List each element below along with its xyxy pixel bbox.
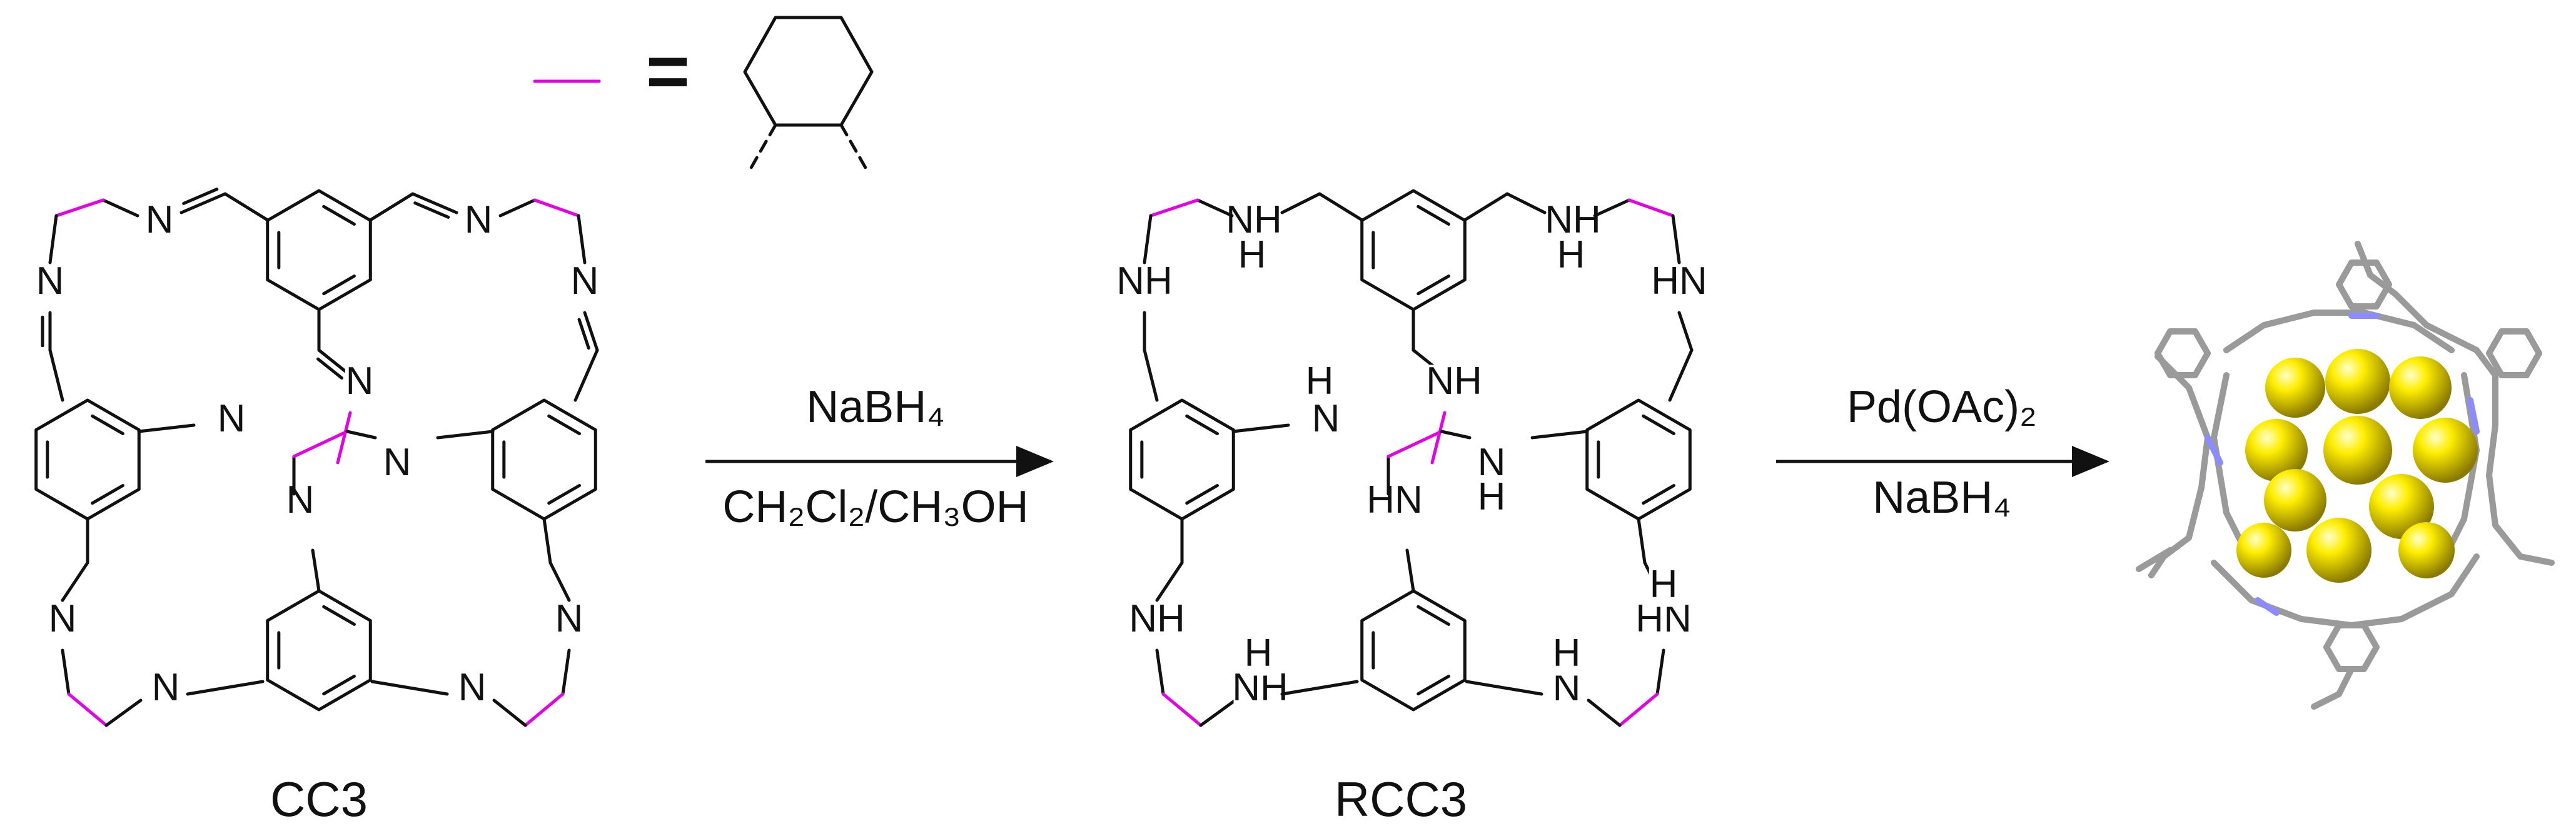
svg-text:N: N (458, 666, 487, 709)
svg-text:N: N (465, 198, 493, 241)
amine-n-center-bottom: HN (1366, 478, 1423, 523)
svg-text:N: N (36, 259, 64, 303)
svg-text:N: N (218, 397, 246, 440)
amine-h-top-left: H (1237, 233, 1267, 278)
pd-spheres (2236, 349, 2478, 583)
amine-h-bottom-right: H (1552, 632, 1582, 676)
aromatic-ring-left (1129, 398, 1235, 521)
amine-n-top-left: NH (1226, 198, 1282, 243)
svg-text:NH: NH (1129, 597, 1185, 640)
legend-equals-sign: = (646, 29, 690, 113)
amine-n-center-top: NH (1426, 360, 1482, 404)
reagent-pd-acetate: Pd(OAc)₂ (1847, 382, 2037, 432)
svg-text:N: N (555, 597, 583, 640)
svg-text:N: N (152, 666, 180, 709)
svg-text:N: N (49, 597, 77, 640)
amine-n-top-right: N (463, 198, 493, 243)
svg-text:N: N (571, 259, 599, 303)
svg-text:N: N (146, 198, 174, 241)
aromatic-ring-top (266, 189, 372, 311)
svg-text:N: N (1478, 441, 1506, 484)
reaction-arrow-2: Pd(OAc)₂ NaBH₄ (1776, 382, 2109, 523)
svg-text:H: H (1478, 475, 1506, 518)
amine-n-center-top: N (345, 360, 375, 404)
amine-h-center-right: H (1477, 475, 1507, 520)
reagent-nabh4-1: NaBH₄ (806, 382, 944, 432)
aromatic-ring-left (34, 398, 141, 521)
amine-n-bottom-left: N (151, 666, 181, 710)
amine-n-center-right: N (382, 441, 412, 485)
amine-n-top-left: N (144, 198, 174, 243)
aromatic-ring-top (1360, 189, 1467, 311)
amine-n-far-right-bottom: N (554, 597, 584, 642)
amine-n-far-left-top: NH (1116, 259, 1173, 304)
amine-n-far-left-bottom: NH (1129, 597, 1185, 642)
svg-text:H: H (1245, 632, 1273, 675)
svg-text:H: H (1238, 233, 1266, 276)
amine-n-bottom-right: N (1552, 666, 1582, 710)
amine-h-far-right-bottom: H (1649, 563, 1679, 607)
amine-n-center-left: N (216, 397, 246, 441)
amine-n-far-left-top: N (35, 259, 65, 304)
svg-text:N: N (383, 441, 412, 484)
svg-text:H: H (1306, 360, 1334, 403)
amine-h-center-left: H (1305, 360, 1335, 404)
reagent-solvent: CH₂Cl₂/CH₃OH (722, 482, 1028, 532)
svg-text:NH: NH (1226, 198, 1282, 241)
cyclohexane-legend: = (533, 16, 874, 171)
aromatic-ring-right (491, 398, 597, 521)
amine-h-bottom-left: H (1243, 632, 1273, 676)
svg-text:H: H (1553, 632, 1581, 675)
svg-text:NH: NH (1116, 259, 1173, 303)
amine-n-far-left-bottom: N (48, 597, 78, 642)
aromatic-ring-right (1585, 398, 1692, 521)
svg-text:H: H (1650, 563, 1678, 606)
amine-n-bottom-right: N (457, 666, 487, 710)
svg-text:N: N (346, 360, 374, 403)
aromatic-ring-bottom (266, 589, 372, 712)
svg-text:H: H (1557, 233, 1585, 276)
svg-text:HN: HN (1651, 259, 1707, 303)
amine-n-far-right-top: HN (1651, 259, 1707, 304)
svg-text:NH: NH (1545, 198, 1601, 241)
amine-n-center-left: N (1311, 397, 1341, 441)
amine-n-center-bottom: N (285, 478, 315, 523)
amine-n-center-right: N (1477, 441, 1507, 485)
svg-text:NH: NH (1426, 360, 1482, 403)
cc3-label: CC3 (270, 772, 368, 827)
rcc3-label: RCC3 (1335, 772, 1467, 827)
reaction-arrow-1: NaBH₄ CH₂Cl₂/CH₃OH (705, 382, 1054, 532)
svg-text:N: N (1312, 397, 1340, 440)
svg-text:HN: HN (1366, 478, 1423, 521)
aromatic-ring-bottom (1360, 589, 1467, 712)
legend-cyclohexane-ring (743, 16, 874, 171)
pd-nanoparticle-in-cage (2136, 241, 2555, 710)
amine-n-far-right-top: N (570, 259, 600, 304)
reagent-nabh4-2: NaBH₄ (1872, 473, 2011, 523)
amine-h-top-right: H (1556, 233, 1586, 278)
amine-n-top-right: NH (1545, 198, 1601, 243)
svg-text:N: N (286, 478, 315, 521)
